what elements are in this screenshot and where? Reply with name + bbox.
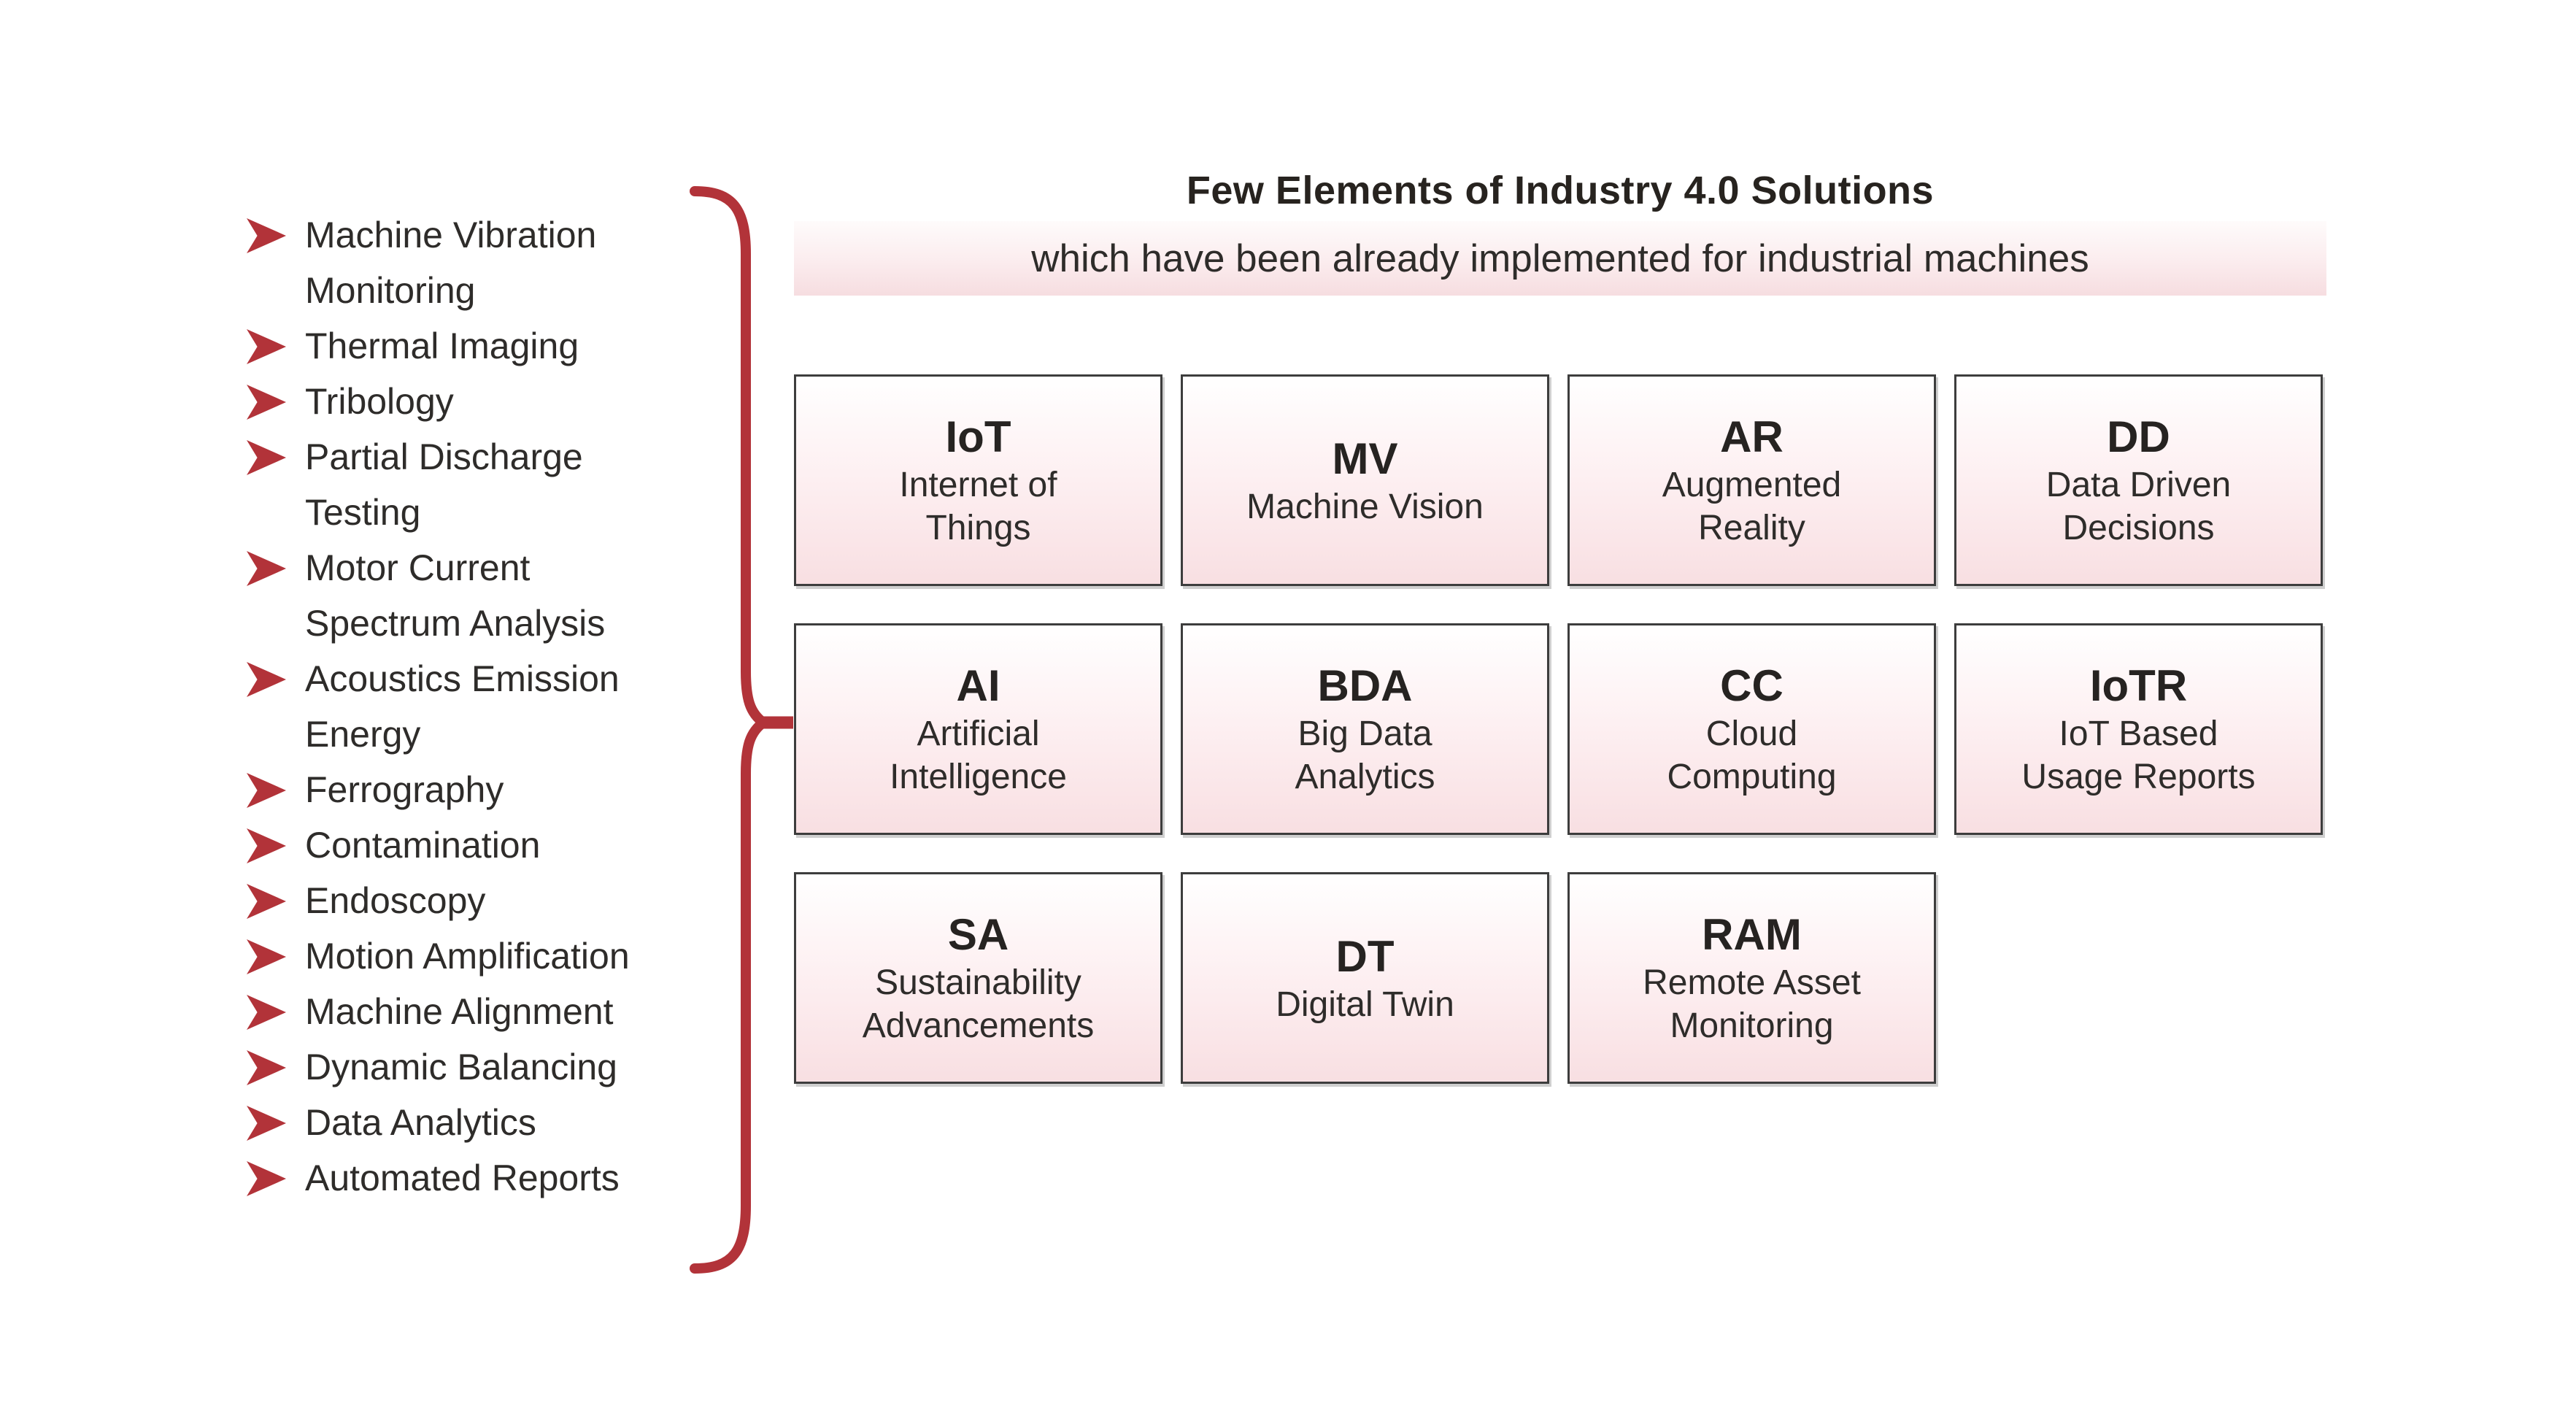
card-acronym: AI	[956, 661, 1000, 710]
list-item-label: Endoscopy	[305, 880, 486, 921]
arrowhead-right-icon	[247, 1161, 286, 1196]
solution-card: DT Digital Twin	[1181, 872, 1549, 1084]
card-acronym: IoTR	[2089, 661, 2188, 710]
arrowhead-right-icon	[247, 385, 286, 420]
card-acronym: SA	[947, 910, 1009, 959]
page-subtitle: which have been already implemented for …	[1031, 236, 2089, 280]
list-item: Ferrography	[247, 762, 757, 817]
list-item-label: Machine Alignment	[305, 991, 614, 1032]
arrowhead-right-icon	[247, 828, 286, 863]
list-item-label: Thermal Imaging	[305, 326, 579, 366]
arrowhead-right-icon	[247, 1106, 286, 1141]
list-item: Thermal Imaging	[247, 318, 757, 374]
arrowhead-right-icon	[247, 884, 286, 919]
arrowhead-right-icon	[247, 662, 286, 697]
card-acronym: BDA	[1317, 661, 1413, 710]
arrowhead-right-icon	[247, 1050, 286, 1085]
subtitle-band: which have been already implemented for …	[794, 221, 2326, 296]
list-item-label: Dynamic Balancing	[305, 1047, 617, 1087]
list-item-label: Ferrography	[305, 769, 504, 810]
card-name: Machine Vision	[1246, 487, 1484, 526]
card-acronym: CC	[1720, 661, 1783, 710]
list-item-label: Tribology	[305, 381, 454, 422]
list-item: Contamination	[247, 817, 757, 873]
card-acronym: MV	[1332, 434, 1398, 483]
arrowhead-right-icon	[247, 551, 286, 586]
list-item-label: Data Analytics	[305, 1102, 536, 1143]
arrowhead-right-icon	[247, 218, 286, 253]
card-acronym: AR	[1720, 412, 1783, 461]
card-name: Digital Twin	[1276, 985, 1454, 1024]
arrowhead-right-icon	[247, 939, 286, 974]
card-acronym: RAM	[1702, 910, 1802, 959]
list-item: Automated Reports	[247, 1150, 757, 1206]
list-item-label: Automated Reports	[305, 1158, 620, 1198]
list-item-label: Contamination	[305, 825, 541, 866]
list-item-label: Motion Amplification	[305, 936, 630, 977]
arrowhead-right-icon	[247, 440, 286, 475]
arrowhead-right-icon	[247, 329, 286, 364]
list-item: Machine Alignment	[247, 984, 757, 1039]
list-item: Tribology	[247, 374, 757, 429]
card-acronym: IoT	[945, 412, 1011, 461]
page-title: Few Elements of Industry 4.0 Solutions	[1186, 169, 1935, 212]
list-item: Endoscopy	[247, 873, 757, 928]
list-item: Data Analytics	[247, 1095, 757, 1150]
arrowhead-right-icon	[247, 773, 286, 808]
list-item: Motion Amplification	[247, 928, 757, 984]
card-acronym: DD	[2107, 412, 2170, 461]
list-item: Dynamic Balancing	[247, 1039, 757, 1095]
arrowhead-right-icon	[247, 995, 286, 1030]
solution-card: MV Machine Vision	[1181, 374, 1549, 586]
card-acronym: DT	[1335, 931, 1395, 981]
